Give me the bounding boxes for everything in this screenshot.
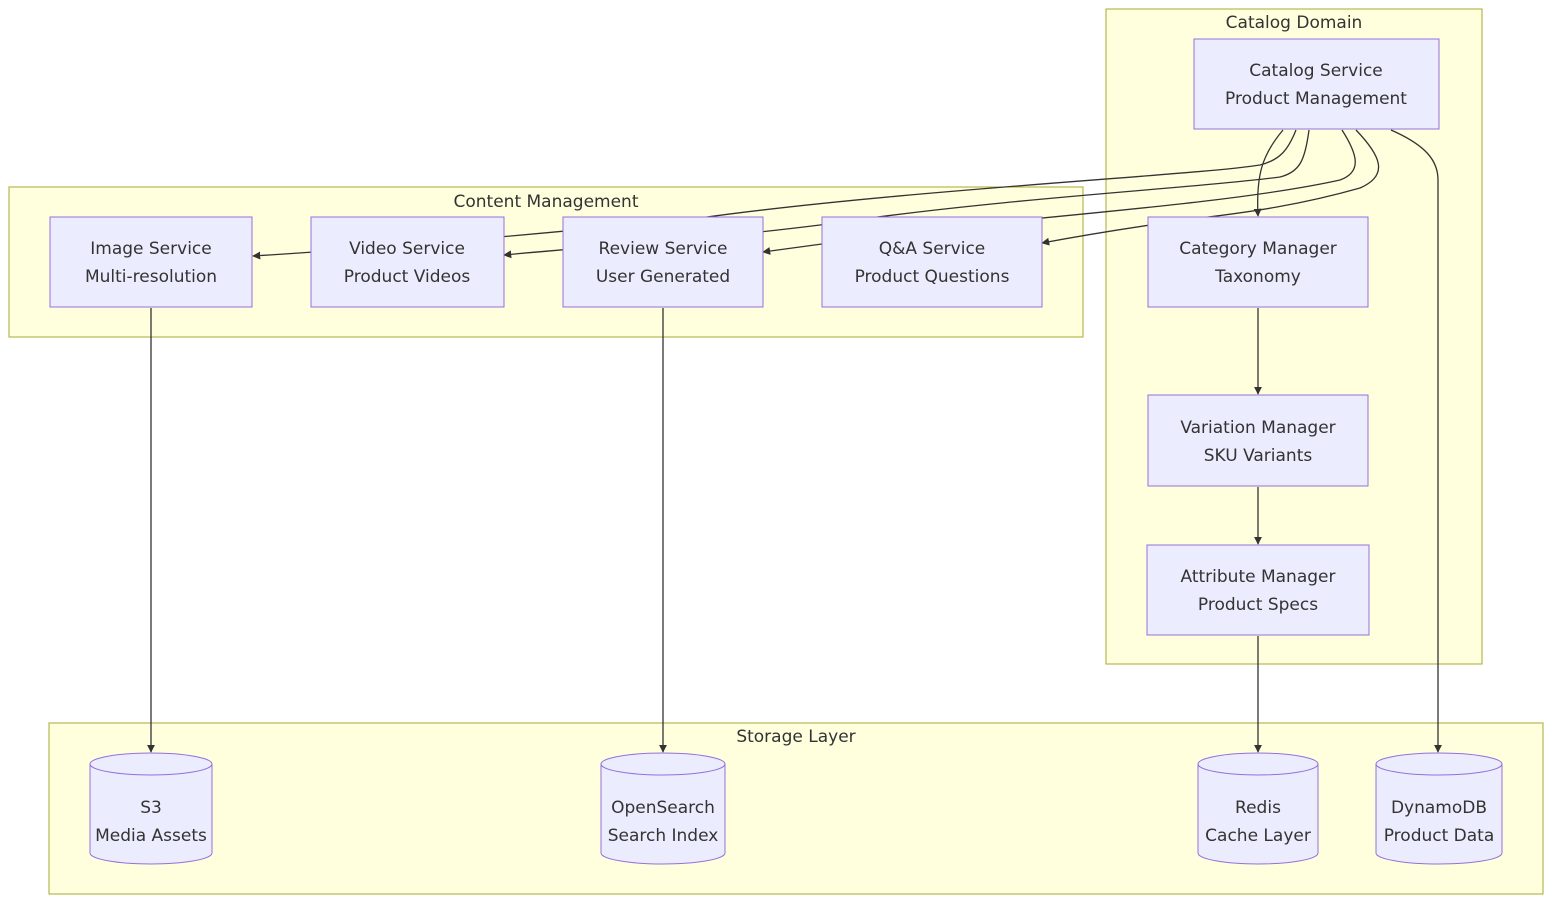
node-label-line2: SKU Variants bbox=[1204, 446, 1313, 466]
node-label-line1: Variation Manager bbox=[1180, 418, 1335, 438]
node-image-service[interactable]: Image Service Multi-resolution bbox=[49, 216, 253, 308]
node-qa-service[interactable]: Q&A Service Product Questions bbox=[821, 216, 1043, 308]
node-label-line1: Video Service bbox=[349, 239, 465, 259]
cluster-title-content-management: Content Management bbox=[454, 192, 639, 212]
database-dynamodb[interactable]: DynamoDB Product Data bbox=[1375, 752, 1503, 865]
node-category-manager[interactable]: Category Manager Taxonomy bbox=[1147, 216, 1369, 308]
node-label-line1: Attribute Manager bbox=[1181, 567, 1336, 587]
node-label-line2: Product Specs bbox=[1198, 595, 1318, 615]
cluster-title-catalog-domain: Catalog Domain bbox=[1226, 13, 1363, 33]
node-video-service[interactable]: Video Service Product Videos bbox=[310, 216, 505, 308]
edge-catalog-to-dynamodb bbox=[1390, 129, 1442, 753]
database-redis[interactable]: Redis Cache Layer bbox=[1197, 752, 1319, 865]
cluster-title-storage-layer: Storage Layer bbox=[736, 727, 855, 747]
node-label-line1: Image Service bbox=[90, 239, 211, 259]
node-label-line1: Catalog Service bbox=[1249, 61, 1383, 81]
node-label-line2: Media Assets bbox=[95, 826, 207, 846]
cluster-storage-layer: Storage Layer bbox=[48, 722, 1544, 895]
node-label-line1: Category Manager bbox=[1179, 239, 1337, 259]
node-label-line1: Q&A Service bbox=[879, 239, 986, 259]
node-label-line1: Review Service bbox=[599, 239, 728, 259]
database-opensearch[interactable]: OpenSearch Search Index bbox=[600, 752, 726, 865]
node-label-line2: Product Videos bbox=[344, 267, 471, 287]
edge-catalog-to-category bbox=[1253, 129, 1284, 217]
node-catalog-service[interactable]: Catalog Service Product Management bbox=[1193, 38, 1440, 130]
node-label-line1: S3 bbox=[140, 798, 162, 818]
node-label-line1: OpenSearch bbox=[611, 798, 715, 818]
node-attribute-manager[interactable]: Attribute Manager Product Specs bbox=[1146, 544, 1370, 636]
database-s3[interactable]: S3 Media Assets bbox=[89, 752, 213, 865]
node-label-line2: Product Data bbox=[1384, 826, 1495, 846]
node-review-service[interactable]: Review Service User Generated bbox=[562, 216, 764, 308]
node-label-line2: Search Index bbox=[608, 826, 719, 846]
node-label-line1: DynamoDB bbox=[1391, 798, 1487, 818]
node-label-line2: User Generated bbox=[596, 267, 730, 287]
node-label-line1: Redis bbox=[1235, 798, 1281, 818]
node-label-line2: Product Questions bbox=[855, 267, 1010, 287]
node-label-line2: Product Management bbox=[1225, 89, 1407, 109]
edge-catalog-to-qa bbox=[1041, 129, 1380, 246]
node-label-line2: Multi-resolution bbox=[85, 267, 217, 287]
node-variation-manager[interactable]: Variation Manager SKU Variants bbox=[1147, 394, 1369, 487]
node-label-line2: Taxonomy bbox=[1214, 267, 1301, 287]
node-label-line2: Cache Layer bbox=[1205, 826, 1311, 846]
